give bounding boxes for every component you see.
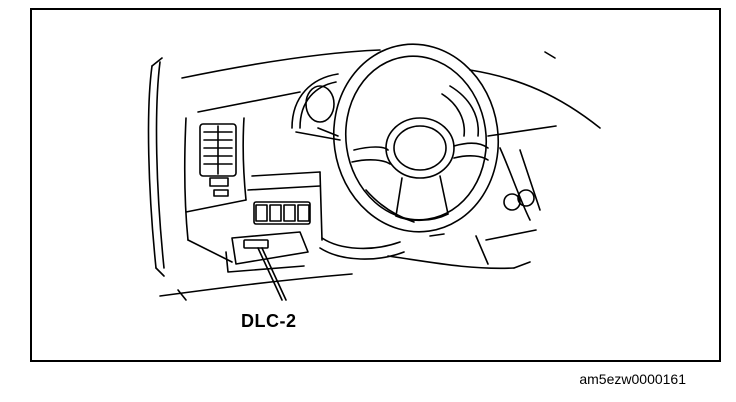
- right-dash-area: [387, 125, 557, 270]
- callout-leader-line: [257, 247, 287, 301]
- figure-id: am5ezw0000161: [579, 371, 686, 387]
- steering-column: [319, 233, 445, 260]
- switch-panel: [253, 201, 311, 225]
- center-console: [183, 117, 323, 263]
- dlc-2-callout-label: DLC-2: [241, 311, 297, 331]
- steering-wheel: [332, 43, 500, 233]
- instrument-cluster: [291, 73, 480, 141]
- left-dash-edge: [147, 57, 165, 277]
- lower-dash-panel: [159, 231, 353, 301]
- center-air-vent: [199, 123, 237, 197]
- figure-frame: [30, 8, 721, 362]
- dash-top-contour: [181, 49, 601, 129]
